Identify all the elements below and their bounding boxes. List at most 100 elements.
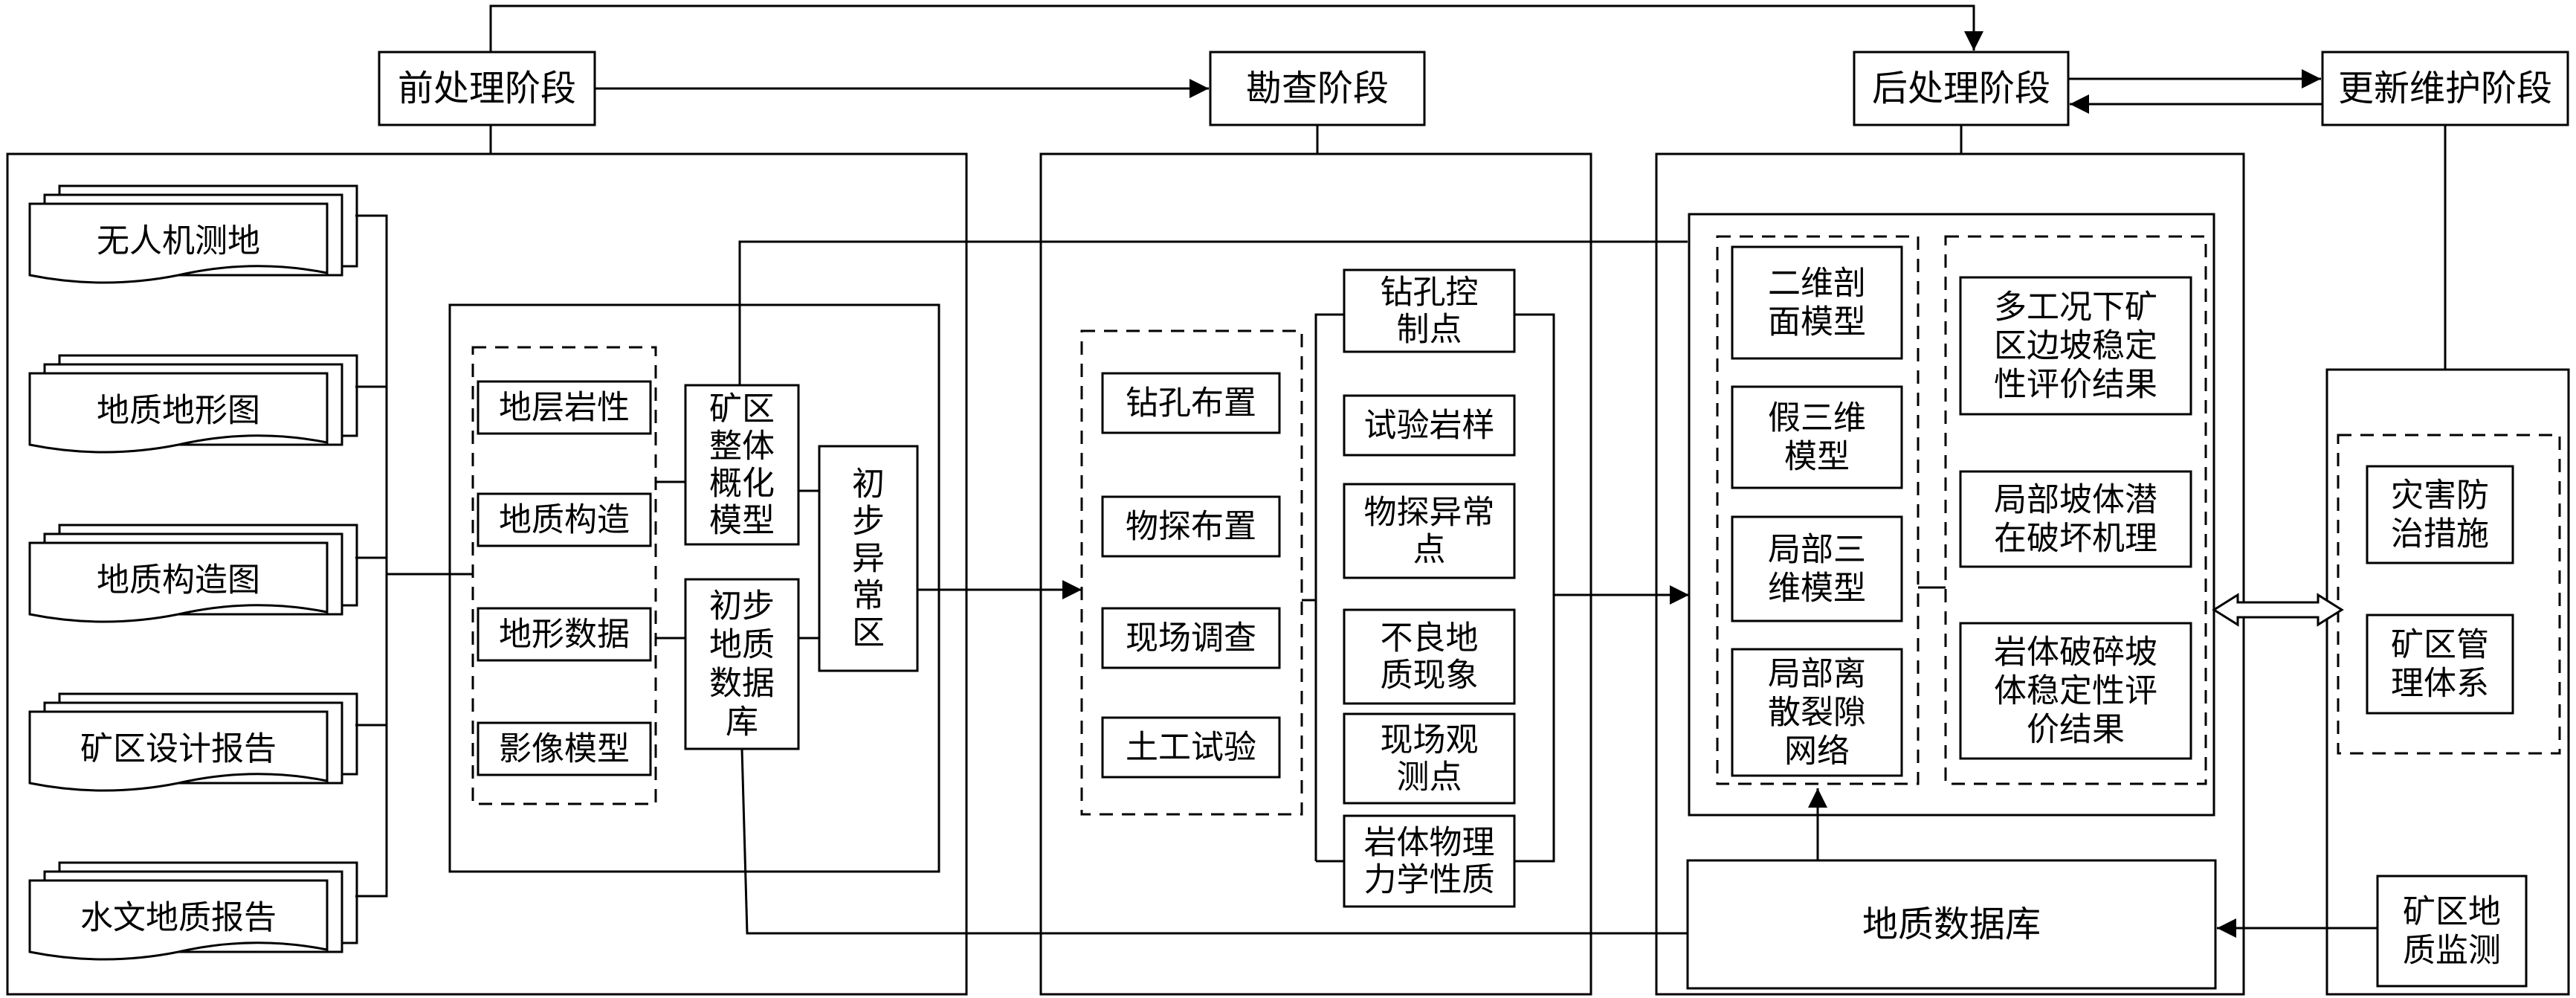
method-box: 钻孔布置 bbox=[1101, 372, 1281, 434]
stage-pre: 前处理阶段 bbox=[378, 51, 596, 126]
text-line: 物探布置 bbox=[1126, 508, 1256, 546]
post-model-box: 局部离散裂隙网络 bbox=[1731, 648, 1903, 777]
text-line: 在破坏机理 bbox=[1994, 520, 2157, 558]
text-line: 不良地 bbox=[1381, 619, 1479, 657]
text-line: 钻孔控 bbox=[1381, 274, 1479, 312]
text-line: 区边坡稳定 bbox=[1994, 327, 2157, 365]
text-line: 异 bbox=[852, 540, 885, 578]
text-line: 现场调查 bbox=[1126, 619, 1256, 657]
text-line: 物探异常 bbox=[1364, 494, 1495, 532]
post-result-box: 岩体破碎坡体稳定性评价结果 bbox=[1959, 622, 2192, 760]
panel-pre bbox=[6, 152, 968, 996]
text-line: 地质 bbox=[709, 626, 775, 664]
survey-output-box: 不良地质现象 bbox=[1343, 608, 1516, 705]
text-line: 矿区管 bbox=[2391, 626, 2489, 664]
text-line: 体稳定性评 bbox=[1994, 672, 2157, 710]
survey-output-box: 现场观测点 bbox=[1343, 712, 1516, 805]
text-line: 制点 bbox=[1397, 311, 1462, 349]
text-line: 网络 bbox=[1784, 733, 1850, 770]
text-line: 假三维 bbox=[1768, 399, 1866, 437]
text-line: 钻孔布置 bbox=[1126, 384, 1256, 422]
source-label: 地质地形图 bbox=[97, 392, 260, 430]
text-line: 概化 bbox=[709, 465, 775, 503]
double-arrow-post-update bbox=[2212, 593, 2344, 627]
survey-output-box-label: 现场观测点 bbox=[1381, 721, 1479, 796]
text-line: 土工试验 bbox=[1126, 729, 1256, 767]
text-line: 价结果 bbox=[2027, 711, 2125, 749]
text-line: 质监测 bbox=[2403, 932, 2501, 970]
text-line: 现场观 bbox=[1381, 721, 1479, 759]
post-inner-box bbox=[1688, 213, 2215, 817]
monitoring-label: 矿区地质监测 bbox=[2403, 893, 2501, 970]
text-line: 质现象 bbox=[1381, 657, 1479, 695]
models-group bbox=[1716, 235, 1920, 785]
source-document: 地质地形图 bbox=[28, 354, 358, 454]
anomaly-box: 初步异常区 bbox=[818, 445, 919, 672]
update-group bbox=[2337, 434, 2561, 755]
text-line: 多工况下矿 bbox=[1994, 289, 2157, 326]
line-db-to-geodb bbox=[740, 748, 1688, 935]
survey-output-box: 岩体物理力学性质 bbox=[1343, 814, 1516, 908]
methods-group bbox=[1080, 329, 1303, 816]
pre-inner-box bbox=[448, 303, 940, 873]
stage-survey: 勘查阶段 bbox=[1209, 51, 1426, 126]
update-item-box-label: 矿区管理体系 bbox=[2391, 626, 2489, 703]
source-document: 地质构造图 bbox=[28, 524, 358, 623]
layers-group bbox=[471, 346, 657, 805]
text-line: 点 bbox=[1413, 531, 1446, 569]
monitoring-box: 矿区地质监测 bbox=[2376, 875, 2528, 988]
stage-pre-label: 前处理阶段 bbox=[398, 68, 576, 109]
text-line: 库 bbox=[726, 704, 758, 741]
text-line: 区 bbox=[852, 614, 885, 652]
update-item-box: 灾害防治措施 bbox=[2366, 465, 2514, 564]
models-to-anomaly bbox=[798, 489, 819, 640]
layer-box-label: 影像模型 bbox=[499, 730, 630, 768]
survey-output-box-label: 不良地质现象 bbox=[1381, 619, 1479, 695]
text-line: 灾害防 bbox=[2391, 477, 2489, 515]
layer-box-label: 地形数据 bbox=[499, 616, 630, 654]
layer-box-label: 地层岩性 bbox=[499, 389, 630, 427]
text-line: 影像模型 bbox=[499, 730, 630, 768]
survey-output-box-label: 物探异常点 bbox=[1364, 494, 1495, 569]
text-line: 岩体物理 bbox=[1364, 824, 1495, 862]
text-line: 局部三 bbox=[1768, 531, 1866, 569]
layer-box: 地层岩性 bbox=[477, 380, 652, 435]
post-model-box-label: 局部离散裂隙网络 bbox=[1768, 655, 1866, 770]
update-item-box-label: 灾害防治措施 bbox=[2391, 477, 2489, 553]
text-line: 地层岩性 bbox=[499, 389, 630, 427]
text-line: 步 bbox=[852, 503, 885, 541]
text-line: 力学性质 bbox=[1364, 861, 1495, 899]
text-line: 矿区 bbox=[709, 390, 775, 428]
geo-database-box: 地质数据库 bbox=[1686, 859, 2217, 990]
stage-update: 更新维护阶段 bbox=[2321, 51, 2569, 126]
geo-database-label: 地质数据库 bbox=[1862, 904, 2041, 945]
post-model-box-label: 局部三维模型 bbox=[1768, 531, 1866, 608]
text-line: 地形数据 bbox=[499, 616, 630, 654]
text-line: 矿区地 bbox=[2403, 893, 2501, 931]
survey-output-box: 试验岩样 bbox=[1343, 394, 1516, 457]
source-label: 矿区设计报告 bbox=[80, 730, 277, 768]
text-line: 面模型 bbox=[1768, 303, 1866, 341]
stage-post-label: 后处理阶段 bbox=[1872, 68, 2050, 109]
source-document: 无人机测地 bbox=[28, 184, 358, 284]
layer-box: 地质构造 bbox=[477, 492, 652, 547]
arrow-pre-to-post-top bbox=[489, 4, 1983, 52]
text-line: 试验岩样 bbox=[1364, 407, 1495, 445]
text-line: 维模型 bbox=[1768, 570, 1866, 608]
layer-box-label: 地质构造 bbox=[499, 501, 630, 539]
post-model-box-label: 二维剖面模型 bbox=[1768, 265, 1866, 341]
text-line: 初 bbox=[852, 466, 885, 503]
survey-output-box-label: 试验岩样 bbox=[1364, 407, 1495, 445]
survey-output-box-label: 岩体物理力学性质 bbox=[1364, 824, 1495, 899]
stage-post: 后处理阶段 bbox=[1853, 51, 2070, 126]
source-label: 地质构造图 bbox=[97, 561, 260, 599]
post-model-box: 假三维模型 bbox=[1731, 385, 1903, 489]
text-line: 测点 bbox=[1397, 759, 1462, 796]
survey-output-box: 钻孔控制点 bbox=[1343, 268, 1516, 353]
post-result-box-label: 局部坡体潜在破坏机理 bbox=[1994, 481, 2157, 558]
text-line: 散裂隙 bbox=[1768, 694, 1866, 732]
